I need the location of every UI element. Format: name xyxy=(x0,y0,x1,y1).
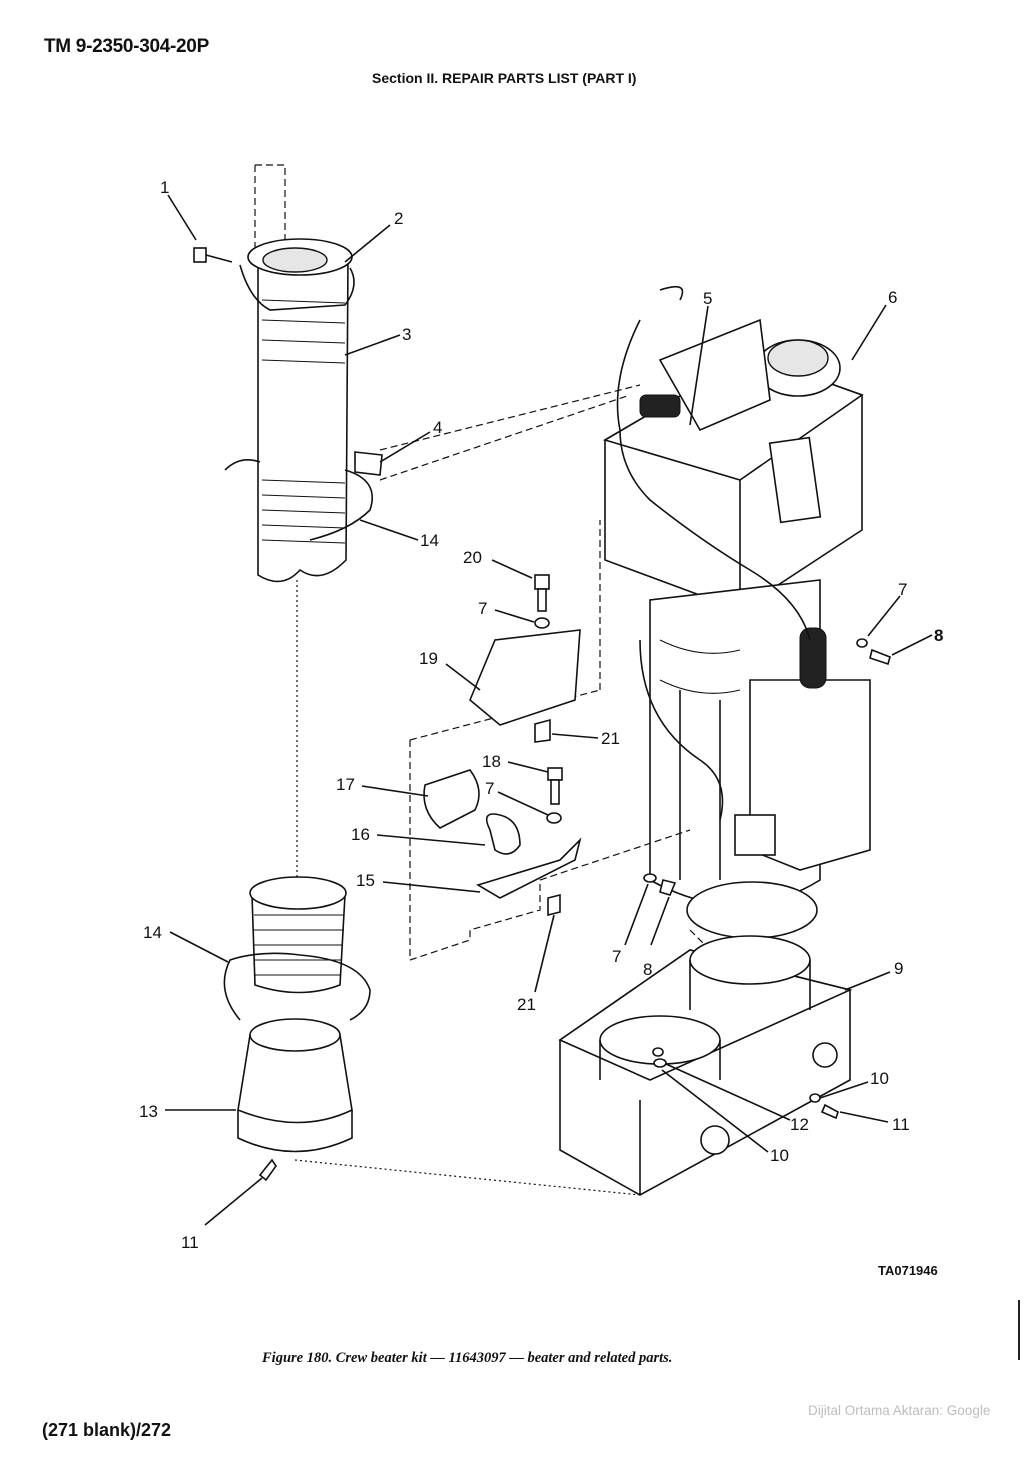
callout-11-right: 11 xyxy=(892,1115,910,1134)
callout-1: 1 xyxy=(160,178,169,197)
callout-21-a: 21 xyxy=(601,729,620,748)
screw-part-11-a xyxy=(258,1158,277,1182)
callout-13: 13 xyxy=(139,1102,158,1121)
callout-20: 20 xyxy=(463,548,482,567)
callout-6: 6 xyxy=(888,288,897,307)
cable-lug xyxy=(659,285,684,301)
callout-15: 15 xyxy=(356,871,375,890)
callout-14-lower: 14 xyxy=(143,923,162,942)
callout-7-c: 7 xyxy=(612,947,621,966)
figure-id-code: TA071946 xyxy=(878,1263,938,1278)
callout-7-right: 7 xyxy=(898,580,907,599)
bracket-part-19 xyxy=(469,629,581,726)
phantom-bracket xyxy=(409,520,691,961)
duct-hose-upper xyxy=(224,238,373,583)
callout-10-upper: 10 xyxy=(870,1069,889,1088)
callout-17: 17 xyxy=(336,775,355,794)
screw-part-8-a xyxy=(869,648,891,666)
washer-part-7-a xyxy=(534,617,550,629)
page-number: (271 blank)/272 xyxy=(42,1420,172,1440)
washer-part-12 xyxy=(653,1058,667,1068)
section-title: Section II. REPAIR PARTS LIST (PART I) xyxy=(372,70,637,86)
nut-part-10-b xyxy=(652,1047,664,1057)
bolt-part-20 xyxy=(534,574,550,612)
callout-5: 5 xyxy=(703,289,712,308)
housing-part-9 xyxy=(558,935,853,1196)
digitization-watermark: Dijital Ortama Aktaran: Google xyxy=(808,1403,991,1418)
nut-part-21-b xyxy=(547,893,561,917)
callout-7-a: 7 xyxy=(478,599,487,618)
callout-12: 12 xyxy=(790,1115,809,1134)
phantom-pipe-outline xyxy=(254,164,286,260)
callout-7-b: 7 xyxy=(485,779,494,798)
screw-part-1 xyxy=(193,247,233,263)
callout-16: 16 xyxy=(351,825,370,844)
tm-number: TM 9-2350-304-20P xyxy=(44,36,209,57)
callout-3: 3 xyxy=(402,325,411,344)
washer-part-7-d xyxy=(643,873,657,883)
callout-2: 2 xyxy=(394,209,403,228)
bracket-part-15 xyxy=(476,837,582,899)
callout-11-left: 11 xyxy=(181,1233,199,1252)
screw-part-11-b xyxy=(820,1103,839,1120)
heater-body-part-6 xyxy=(603,318,864,611)
adapter-part-13 xyxy=(237,1018,353,1153)
heater-cylinder xyxy=(649,579,871,939)
washer-part-7-b xyxy=(546,812,562,824)
fuel-line xyxy=(639,639,724,821)
callout-labels: 1 2 3 4 14 5 6 7 8 20 7 19 21 18 17 7 16… xyxy=(139,178,943,1252)
callout-4: 4 xyxy=(433,418,442,437)
duct-hose-lower xyxy=(249,876,347,994)
callout-19: 19 xyxy=(419,649,438,668)
callout-8-right: 8 xyxy=(934,626,943,645)
bracket-part-4 xyxy=(354,451,383,476)
callout-9: 9 xyxy=(894,959,903,978)
leader-lines xyxy=(165,194,933,1226)
callout-18: 18 xyxy=(482,752,501,771)
washer-part-10-a xyxy=(809,1093,821,1103)
bolt-part-18 xyxy=(547,767,563,805)
callout-8-c: 8 xyxy=(643,960,652,979)
callout-14-upper: 14 xyxy=(420,531,439,550)
washer-part-7-c xyxy=(856,638,868,648)
sleeve-part-17 xyxy=(423,769,480,829)
figure-caption: Figure 180. Crew beater kit — 11643097 —… xyxy=(262,1350,673,1366)
nut-part-21-a xyxy=(534,718,551,743)
callout-21-b: 21 xyxy=(517,995,536,1014)
scan-edge-mark xyxy=(1018,1300,1020,1360)
clamp-part-16 xyxy=(485,813,521,855)
callout-10-lower: 10 xyxy=(770,1146,789,1165)
heater-cable xyxy=(616,319,811,641)
clamp-part-14-lower xyxy=(223,952,371,1021)
screw-part-8-b xyxy=(659,879,677,896)
assembly-line-bracket xyxy=(379,384,641,481)
